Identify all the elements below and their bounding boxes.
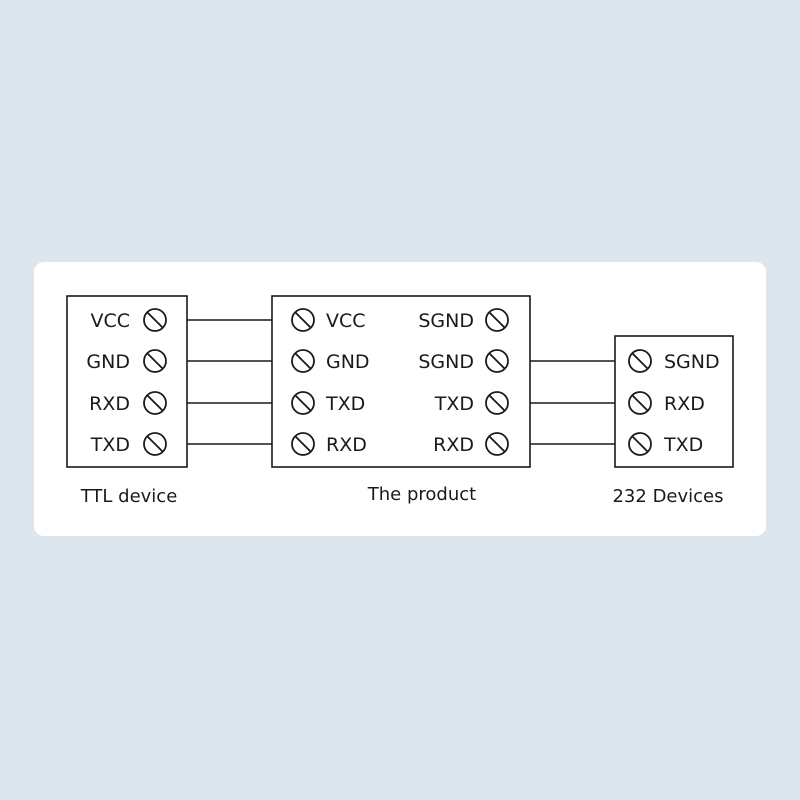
terminal-screw-icon [485,308,509,332]
product-right-pin-label: SGND [418,310,474,332]
terminal-screw-icon [143,308,167,332]
rs232-pin-label: RXD [664,393,705,415]
terminal-screw-icon [485,432,509,456]
ttl-device-caption: TTL device [80,486,178,507]
product-left-pin-label: VCC [326,310,366,332]
terminal-screw-icon [291,349,315,373]
terminal-screw-icon [143,391,167,415]
terminal-screw-icon [291,308,315,332]
ttl-device-box [66,295,188,468]
rs232-pin-label: SGND [664,351,720,373]
terminal-screw-icon [143,349,167,373]
product-caption: The product [367,484,476,505]
terminal-screws [143,308,652,456]
ttl-pin-label: GND [86,351,130,373]
terminal-screw-icon [628,432,652,456]
rs232-pin-label: TXD [663,434,703,456]
rs232-device-caption: 232 Devices [612,486,723,507]
ttl-pin-label: RXD [89,393,130,415]
terminal-screw-icon [143,432,167,456]
terminal-screw-icon [485,391,509,415]
terminal-screw-icon [485,349,509,373]
terminal-screw-icon [291,391,315,415]
terminal-screw-icon [628,349,652,373]
ttl-pin-label: VCC [90,310,130,332]
terminal-screw-icon [628,391,652,415]
product-right-pin-label: SGND [418,351,474,373]
product-right-pin-label: RXD [433,434,474,456]
rs232-device-box [614,335,734,468]
ttl-pin-label: TXD [90,434,130,456]
product-right-pin-label: TXD [434,393,474,415]
product-left-pin-label: TXD [325,393,365,415]
product-left-pin-label: GND [326,351,370,373]
terminal-screw-icon [291,432,315,456]
product-box [271,295,531,468]
product-left-pin-label: RXD [326,434,367,456]
